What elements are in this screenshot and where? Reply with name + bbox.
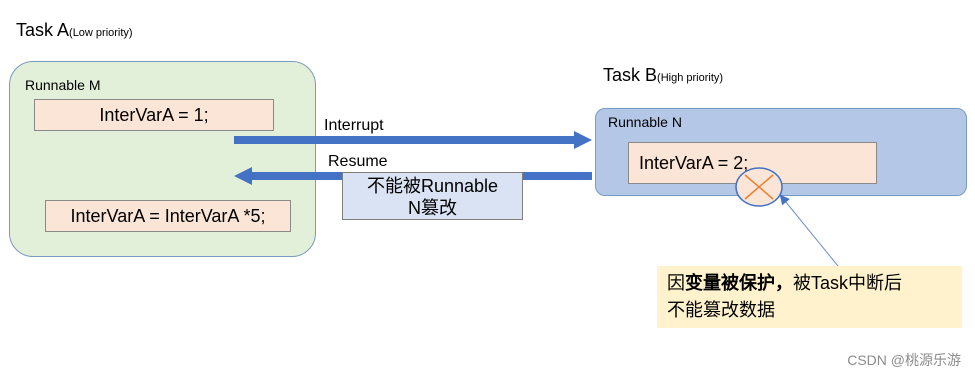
note-line1: 因变量被保护，被Task中断后 — [667, 270, 962, 297]
watermark: CSDN @桃源乐游 — [847, 352, 961, 368]
protect-box: 不能被Runnable N篡改 — [342, 172, 523, 220]
protect-line2: N篡改 — [408, 198, 457, 218]
resume-label: Resume — [328, 153, 388, 170]
task-b-name: Task B — [603, 65, 658, 85]
note-suffix: 被Task中断后 — [793, 273, 903, 293]
runnable-m-code1: InterVarA = 1; — [34, 99, 274, 131]
note-connector-line — [779, 194, 839, 267]
protect-line1: 不能被Runnable — [366, 176, 499, 196]
runnable-m-code2: InterVarA = InterVarA *5; — [45, 200, 291, 232]
note-box: 因变量被保护，被Task中断后 不能篡改数据 — [657, 266, 962, 328]
task-a-title: Task A(Low priority) — [16, 20, 133, 41]
note-bold: 变量被保护， — [685, 273, 793, 293]
runnable-m-label: Runnable M — [25, 77, 101, 93]
task-b-title: Task B(High priority) — [603, 65, 723, 86]
task-a-priority: (Low priority) — [69, 27, 133, 39]
note-line2: 不能篡改数据 — [667, 300, 775, 320]
blocked-cross-icon — [735, 167, 783, 207]
runnable-n-label: Runnable N — [608, 114, 682, 130]
interrupt-label: Interrupt — [324, 117, 384, 134]
task-b-priority: (High priority) — [657, 72, 724, 84]
note-prefix: 因 — [667, 273, 685, 293]
interrupt-arrow — [234, 131, 592, 149]
task-a-name: Task A — [16, 20, 70, 40]
